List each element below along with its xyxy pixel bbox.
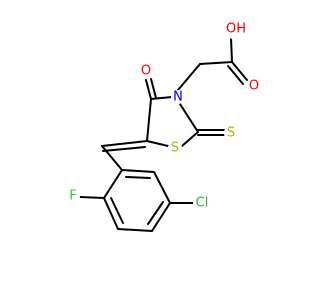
nitrogen-label: N — [173, 90, 183, 105]
bond-c4-o-b — [150, 78, 157, 99]
bond-c5-ch-a — [101, 140, 148, 147]
ring-sulfur-label: S — [171, 141, 179, 156]
molecule-diagram: OH O O N S S F Cl — [66, 20, 261, 232]
bonds — [79, 37, 248, 232]
chlorine-label: Cl — [196, 196, 209, 211]
bond-n-c2 — [179, 103, 199, 133]
bond-n-ch2 — [177, 63, 201, 91]
bond-ch-ar — [101, 145, 123, 171]
bond-c2-s1 — [181, 131, 199, 147]
bond-ar6-ar1 — [121, 169, 155, 173]
fluorine-label: F — [69, 189, 76, 204]
bond-ch2-cooh — [199, 61, 233, 65]
bond-ar-f — [79, 196, 105, 199]
molecule-structure: OH O O N S S F Cl — [66, 20, 261, 232]
bond-cooh-c-oh — [230, 37, 233, 63]
bond-cooh-c-o-double-b — [227, 65, 244, 85]
thione-sulfur-label: S — [227, 126, 235, 141]
bond-ar2-ar3 — [103, 197, 119, 230]
bond-c4-n — [150, 96, 173, 100]
carboxyl-oxygen-label: O — [249, 79, 259, 94]
bond-ar3-ar4 — [117, 228, 153, 232]
bond-c5-ch-b — [102, 146, 146, 152]
bond-ar1-ar2 — [103, 169, 123, 199]
bond-ar-inner-1 — [125, 176, 151, 179]
bond-cooh-c-o-double-a — [231, 61, 248, 81]
oh-label: OH — [226, 22, 246, 37]
bond-ar5-ar6 — [153, 171, 171, 204]
bond-ar-inner-3 — [147, 201, 164, 225]
bond-c4-o-a — [145, 79, 152, 100]
bond-s1-c5 — [146, 140, 169, 147]
bond-c5-c4 — [146, 98, 152, 142]
carbonyl-oxygen-label: O — [141, 64, 151, 79]
bond-ar-inner-2 — [110, 197, 124, 224]
bond-ar4-ar5 — [151, 202, 171, 232]
atom-labels: OH O O N S S F Cl — [66, 20, 261, 212]
